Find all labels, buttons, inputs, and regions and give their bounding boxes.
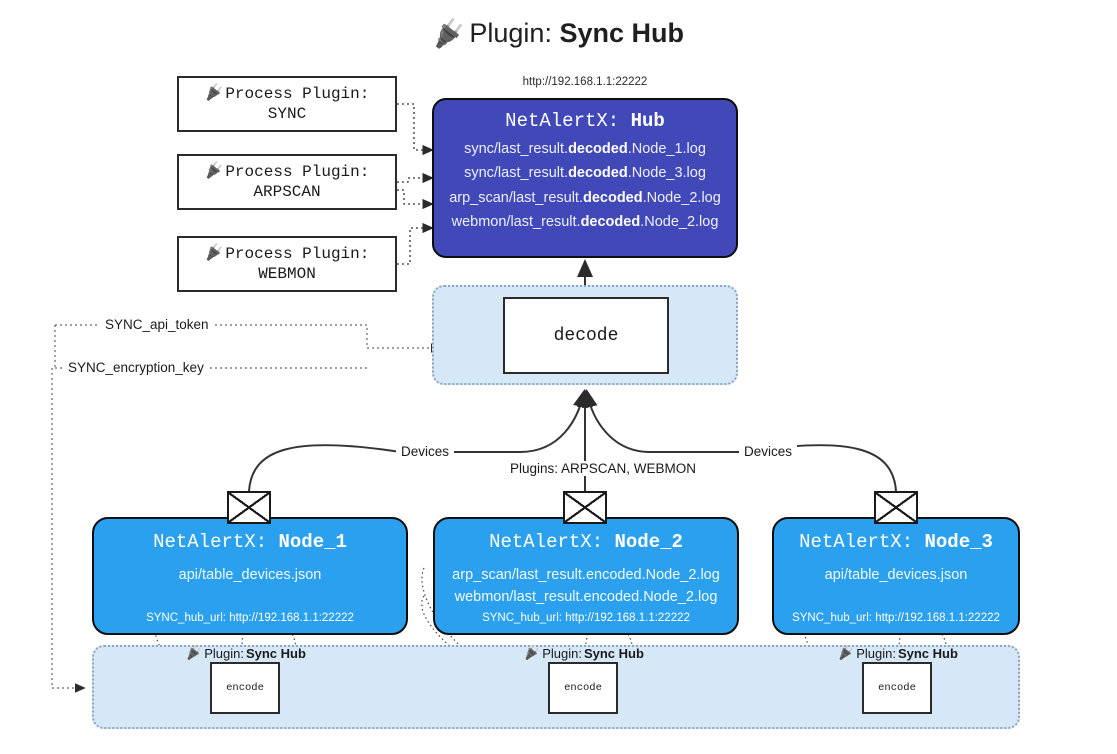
wire-node3-devices [581,389,897,492]
envelope-icon [563,491,607,524]
plugin-label-2: 🔌Plugin: Sync Hub [522,643,644,662]
log-strong: decoded [568,165,628,182]
node-title: NetAlertX: Node_2 [435,531,737,553]
plugin-label-name: Sync Hub [583,645,644,661]
page-title-name: Sync Hub [559,18,684,48]
log-post: .Node_3.log [627,165,706,182]
label-plugins-center: Plugins: ARPSCAN, WEBMON [505,461,702,476]
process-plugin-name: WEBMON [258,265,316,283]
plugin-label-name: Sync Hub [245,645,306,661]
hub-url: http://192.168.1.1:22222 [522,76,648,88]
node-3[interactable]: NetAlertX: Node_3 api/table_devices.json… [772,517,1020,635]
process-plugin-label: Process Plugin: [225,163,370,181]
process-plugin-label: Process Plugin: [225,85,370,103]
label-sync-encryption-key: SYNC_encryption_key [63,360,209,375]
hub-title-prefix: NetAlertX: [505,110,631,132]
log-strong: decoded [580,214,641,231]
plug-icon: 🔌 [431,15,468,51]
process-plugin-label: Process Plugin: [225,245,370,263]
node-line: webmon/last_result.encoded.Node_2.log [454,589,718,605]
node-title-name: Node_1 [278,531,347,553]
plugin-label-1: 🔌Plugin: Sync Hub [184,643,306,662]
page-title: 🔌Plugin: Sync Hub [0,15,1117,51]
wire-arpscan-to-hub [397,189,434,210]
hub-log-entry: sync/last_result.decoded.Node_1.log [434,138,736,160]
node-title: NetAlertX: Node_1 [94,531,406,553]
plug-icon: 🔌 [203,243,225,263]
plug-icon: 🔌 [184,643,204,662]
node-footer: SYNC_hub_url: http://192.168.1.1:22222 [146,612,354,624]
node-line-list: arp_scan/last_result.encoded.Node_2.log … [435,567,737,605]
hub-log-list: sync/last_result.decoded.Node_1.log sync… [434,138,736,234]
node-line-list: api/table_devices.json [774,567,1018,583]
envelope-icon [227,491,271,524]
log-post: .Node_2.log [642,189,721,206]
process-plugin-sync[interactable]: 🔌Process Plugin: SYNC [177,76,397,132]
page-title-prefix: Plugin: [469,18,560,48]
plugin-label-name: Sync Hub [897,645,958,661]
decode-box[interactable]: decode [503,297,669,374]
hub-title: NetAlertX: Hub [434,110,736,132]
hub-log-entry: webmon/last_result.decoded.Node_2.log [434,211,736,233]
label-devices-left: Devices [396,444,455,459]
node-line: api/table_devices.json [824,567,968,583]
hub-node[interactable]: NetAlertX: Hub sync/last_result.decoded.… [432,98,738,258]
node-1[interactable]: NetAlertX: Node_1 api/table_devices.json… [92,517,408,635]
process-plugin-name: ARPSCAN [253,183,321,201]
label-sync-api-token: SYNC_api_token [100,317,214,332]
process-plugin-header: 🔌Process Plugin: [203,161,370,182]
plugin-label-prefix: Plugin: [204,645,244,661]
wire-webmon-to-hub [397,222,434,265]
node-line: arp_scan/last_result.encoded.Node_2.log [452,567,720,583]
node-footer: SYNC_hub_url: http://192.168.1.1:22222 [482,612,690,624]
plug-icon: 🔌 [203,83,225,103]
node-line: api/table_devices.json [178,567,322,583]
encode-box-2[interactable]: encode [548,662,618,714]
node-title-name: Node_3 [924,531,993,553]
node-title-prefix: NetAlertX: [799,531,925,553]
node-line-list: api/table_devices.json [94,567,406,583]
node-2[interactable]: NetAlertX: Node_2 arp_scan/last_result.e… [433,517,739,635]
encode-box-1[interactable]: encode [210,662,280,714]
encode-box-3[interactable]: encode [862,662,932,714]
wire-node1-devices [248,389,589,492]
process-plugin-name: SYNC [267,105,307,123]
envelope-icon [874,491,918,524]
plugin-label-prefix: Plugin: [856,645,896,661]
wire-sync2-to-hub [397,172,434,184]
log-post: .Node_2.log [640,214,719,231]
hub-log-entry: sync/last_result.decoded.Node_3.log [434,162,736,184]
plugin-label-prefix: Plugin: [542,645,582,661]
log-strong: decoded [568,141,628,157]
hub-title-name: Hub [630,110,665,132]
log-strong: decoded [582,189,643,206]
wire-sync-to-hub [397,103,434,156]
label-devices-right: Devices [739,444,798,459]
node-title-prefix: NetAlertX: [153,531,279,553]
node-title-prefix: NetAlertX: [489,531,615,553]
hub-log-entry: arp_scan/last_result.decoded.Node_2.log [434,187,736,209]
plug-icon: 🔌 [203,161,225,181]
log-pre: sync/last_result. [464,165,569,182]
process-plugin-header: 🔌Process Plugin: [203,83,370,104]
process-plugin-header: 🔌Process Plugin: [203,243,370,264]
log-pre: arp_scan/last_result. [449,189,583,206]
plug-icon: 🔌 [522,643,542,662]
log-pre: webmon/last_result. [451,214,581,231]
process-plugin-webmon[interactable]: 🔌Process Plugin: WEBMON [177,236,397,292]
plug-icon: 🔌 [836,643,856,662]
plugin-label-3: 🔌Plugin: Sync Hub [836,643,958,662]
log-pre: sync/last_result. [464,141,569,157]
node-title-name: Node_2 [614,531,683,553]
wire-enc-key-to-strip [51,368,86,693]
node-title: NetAlertX: Node_3 [774,531,1018,553]
process-plugin-arpscan[interactable]: 🔌Process Plugin: ARPSCAN [177,154,397,210]
log-post: .Node_1.log [627,141,706,157]
node-footer: SYNC_hub_url: http://192.168.1.1:22222 [792,612,1000,624]
